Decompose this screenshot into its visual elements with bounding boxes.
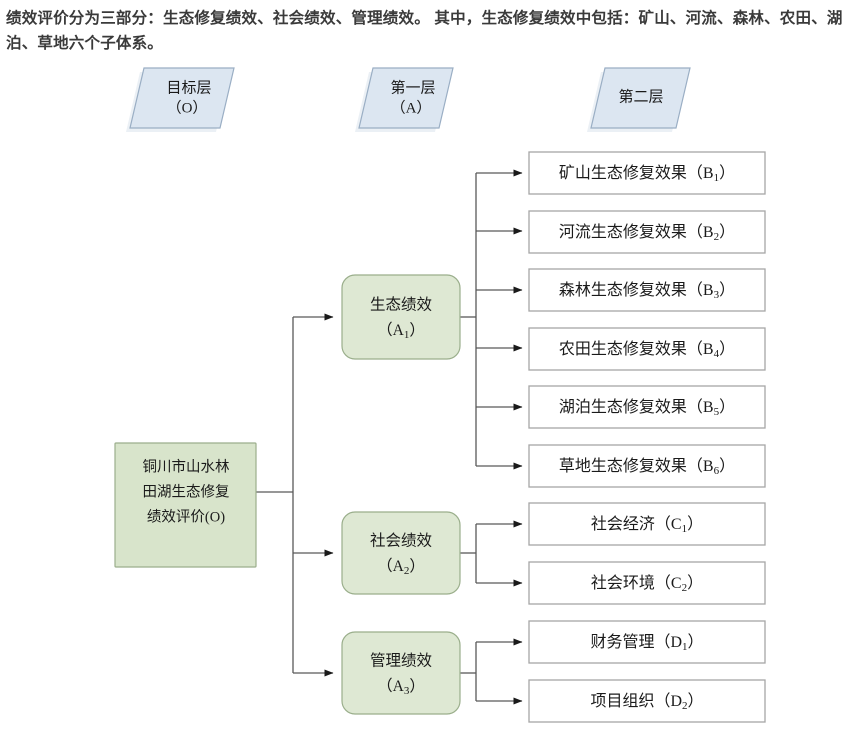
leaf-farmland-text: 农田生态修复效果（B4）	[559, 340, 735, 360]
leaf-social-environment[interactable]: 社会环境（C2）	[528, 561, 766, 605]
node-eco-code: （A1）	[377, 322, 425, 341]
node-management-code: （A3）	[377, 678, 425, 697]
leaf-social-environment-text: 社会环境（C2）	[591, 573, 703, 594]
root-node[interactable]: 铜川市山水林 田湖生态修复 绩效评价(O)	[114, 442, 257, 568]
leaf-lake-text: 湖泊生态修复效果（B5）	[559, 398, 735, 418]
header-layer-one: 第一层 （A）	[355, 67, 454, 132]
leaf-grassland-restoration[interactable]: 草地生态修复效果（B6）	[528, 444, 766, 488]
leaf-farmland-restoration[interactable]: 农田生态修复效果（B4）	[528, 327, 766, 371]
node-social-performance[interactable]: 社会绩效 （A2）	[341, 511, 461, 595]
node-management-performance[interactable]: 管理绩效 （A3）	[341, 631, 461, 715]
header-goal-sub: （O）	[167, 99, 208, 116]
root-line-2: 田湖生态修复	[143, 482, 230, 500]
header-layerone-sub: （A）	[391, 99, 432, 116]
leaf-lake-restoration[interactable]: 湖泊生态修复效果（B5）	[528, 385, 766, 429]
leaf-river-restoration[interactable]: 河流生态修复效果（B2）	[528, 210, 766, 254]
node-eco-performance[interactable]: 生态绩效 （A1）	[341, 274, 461, 360]
header-layerone-label: 第一层	[390, 78, 435, 96]
node-management-label: 管理绩效	[370, 652, 432, 670]
root-line-3: 绩效评价(O)	[147, 508, 225, 525]
header-goal-label: 目标层	[166, 79, 211, 96]
leaf-project-organization[interactable]: 项目组织（D2）	[528, 679, 766, 723]
leaf-social-economy[interactable]: 社会经济（C1）	[528, 502, 766, 546]
connectors-a1-to-b	[460, 169, 523, 470]
root-line-1: 铜川市山水林	[143, 458, 230, 475]
connectors-a3-to-d	[460, 638, 523, 705]
node-social-code: （A2）	[377, 558, 425, 577]
header-goal-layer: 目标层 （O）	[126, 67, 235, 132]
leaf-forest-restoration[interactable]: 森林生态修复效果（B3）	[528, 268, 766, 312]
node-social-label: 社会绩效	[370, 532, 432, 550]
leaf-financial-text: 财务管理（D1）	[590, 633, 703, 653]
leaf-financial-management[interactable]: 财务管理（D1）	[528, 620, 766, 664]
leaf-social-economy-text: 社会经济（C1）	[591, 515, 703, 535]
connectors-root-to-a	[256, 313, 334, 677]
header-layer-two: 第二层	[587, 67, 691, 132]
leaf-river-text: 河流生态修复效果（B2）	[559, 223, 735, 243]
leaf-forest-text: 森林生态修复效果（B3）	[559, 281, 735, 301]
caption-text: 绩效评价分为三部分：生态修复绩效、社会绩效、管理绩效。 其中，生态修复绩效中包括…	[6, 10, 843, 52]
connectors-a2-to-c	[460, 520, 523, 587]
node-eco-label: 生态绩效	[370, 296, 432, 314]
leaf-project-text: 项目组织（D2）	[590, 692, 703, 712]
leaf-mine-text: 矿山生态修复效果（B1）	[559, 164, 735, 184]
header-layertwo-label: 第二层	[618, 87, 663, 105]
leaf-grassland-text: 草地生态修复效果（B6）	[559, 457, 735, 477]
leaf-mine-restoration[interactable]: 矿山生态修复效果（B1）	[528, 151, 766, 195]
